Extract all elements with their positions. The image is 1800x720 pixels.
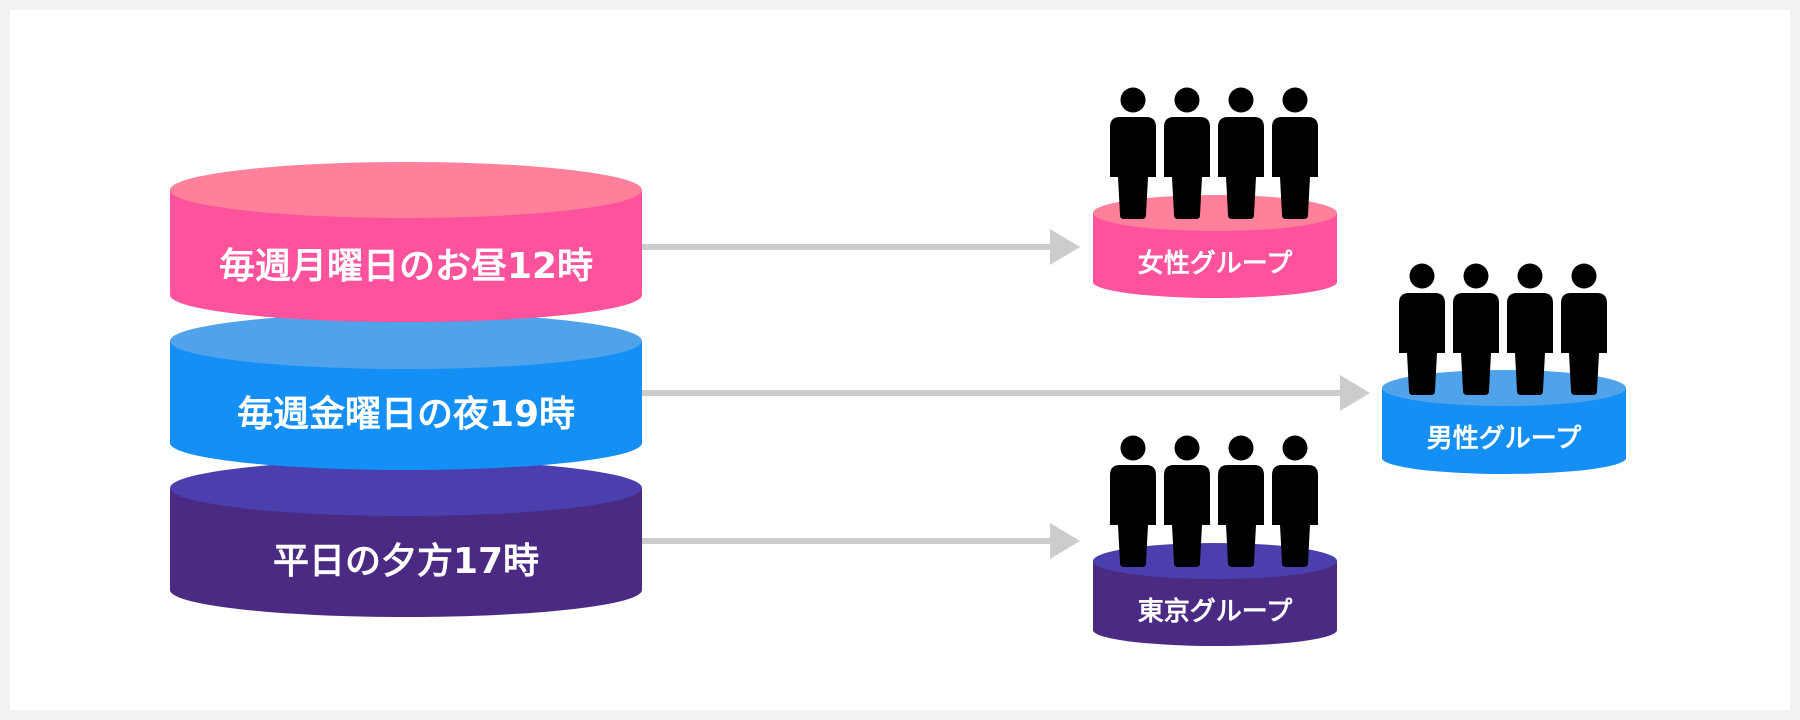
- person-icon: [1272, 87, 1318, 219]
- person-body: [1164, 117, 1210, 219]
- people-icon: [1110, 435, 1318, 567]
- cylinder-side: [170, 341, 642, 470]
- schedule-label-friday-night: 毎週金曜日の夜19時: [237, 393, 575, 435]
- people-icon: [1399, 263, 1607, 395]
- person-head: [1409, 263, 1435, 289]
- person-body: [1164, 465, 1210, 567]
- group-cylinder-side: [1093, 561, 1337, 646]
- person-icon: [1164, 435, 1210, 567]
- person-head: [1120, 435, 1146, 461]
- arrow-monday-to-women: [642, 229, 1080, 265]
- person-head: [1174, 87, 1200, 113]
- person-head: [1517, 263, 1543, 289]
- person-body: [1218, 117, 1264, 219]
- schedule-cylinder-friday-night: 毎週金曜日の夜19時: [170, 313, 642, 470]
- group-cylinder-side: [1382, 388, 1626, 474]
- person-body: [1453, 293, 1499, 395]
- cylinder-top: [170, 162, 642, 218]
- person-icon: [1561, 263, 1607, 395]
- person-body: [1218, 465, 1264, 567]
- person-head: [1120, 87, 1146, 113]
- group-cylinder-top: [1382, 370, 1626, 406]
- group-men: 男性グループ: [1382, 263, 1626, 474]
- person-head: [1282, 435, 1308, 461]
- schedule-cylinder-monday-noon: 毎週月曜日のお昼12時: [170, 162, 642, 322]
- group-label-tokyo: 東京グループ: [1138, 596, 1293, 627]
- group-cylinder-side: [1093, 213, 1337, 298]
- cylinder-top: [170, 460, 642, 516]
- cylinder-side: [170, 488, 642, 617]
- person-body: [1272, 117, 1318, 219]
- arrow-weekday-to-tokyo: [642, 523, 1080, 559]
- person-head: [1463, 263, 1489, 289]
- person-icon: [1218, 435, 1264, 567]
- arrow-friday-to-men: [642, 375, 1370, 411]
- person-icon: [1453, 263, 1499, 395]
- schedule-label-monday-noon: 毎週月曜日のお昼12時: [219, 246, 593, 287]
- group-cylinder-top: [1093, 195, 1337, 231]
- person-icon: [1272, 435, 1318, 567]
- person-head: [1571, 263, 1597, 289]
- person-head: [1282, 87, 1308, 113]
- person-body: [1110, 117, 1156, 219]
- person-body: [1399, 293, 1445, 395]
- person-body: [1272, 465, 1318, 567]
- person-body: [1507, 293, 1553, 395]
- person-icon: [1110, 435, 1156, 567]
- group-women: 女性グループ: [1093, 87, 1337, 298]
- person-icon: [1218, 87, 1264, 219]
- group-tokyo: 東京グループ: [1093, 435, 1337, 646]
- arrowhead-icon: [1340, 375, 1370, 411]
- cylinder-side: [170, 190, 642, 322]
- person-body: [1561, 293, 1607, 395]
- person-head: [1174, 435, 1200, 461]
- schedule-cylinder-weekday-evening: 平日の夕方17時: [170, 460, 642, 617]
- person-body: [1110, 465, 1156, 567]
- person-icon: [1507, 263, 1553, 395]
- schedule-label-weekday-evening: 平日の夕方17時: [273, 541, 539, 582]
- arrowhead-icon: [1050, 229, 1080, 265]
- person-icon: [1164, 87, 1210, 219]
- person-icon: [1110, 87, 1156, 219]
- person-head: [1228, 435, 1254, 461]
- person-head: [1228, 87, 1254, 113]
- group-label-men: 男性グループ: [1427, 424, 1582, 454]
- person-icon: [1399, 263, 1445, 395]
- group-cylinder-top: [1093, 543, 1337, 579]
- group-label-women: 女性グループ: [1138, 248, 1293, 279]
- cylinder-top: [170, 313, 642, 369]
- people-icon: [1110, 87, 1318, 219]
- arrowhead-icon: [1050, 523, 1080, 559]
